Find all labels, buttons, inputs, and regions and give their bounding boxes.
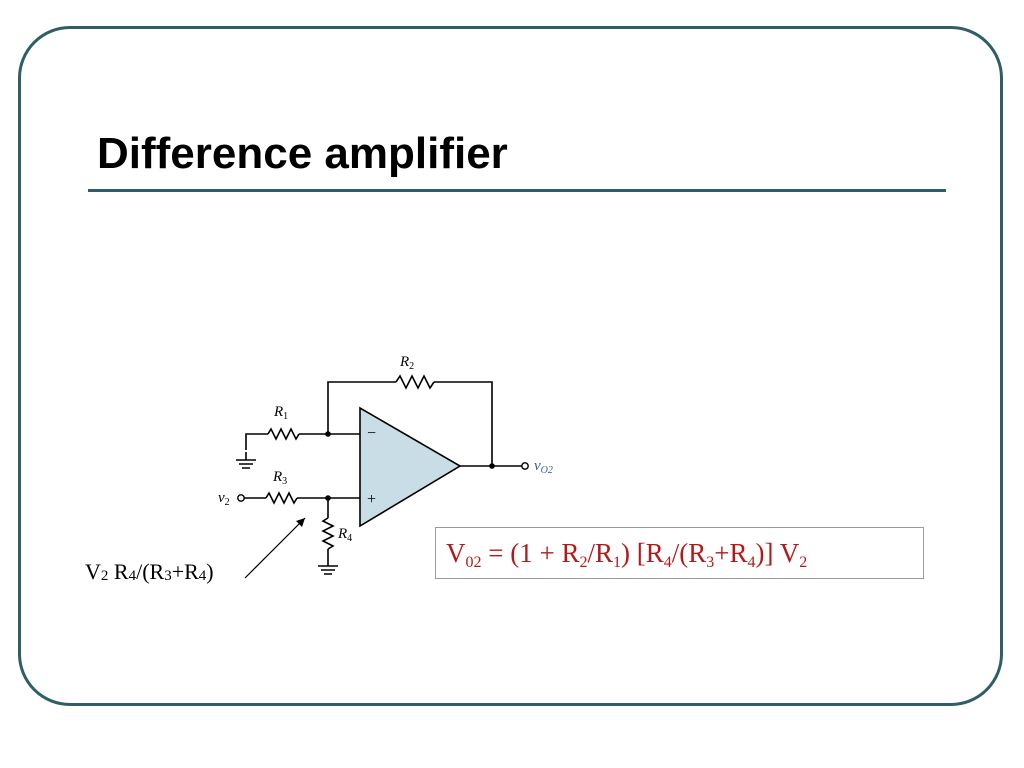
node-voltage-annotation: V2 R4/(R3+R4) — [85, 559, 214, 584]
resistor-r4 — [321, 517, 335, 550]
label-v2: v2 — [218, 490, 230, 508]
noninverting-input-sign: + — [367, 491, 376, 508]
annotation-arrow-line — [244, 517, 306, 579]
output-voltage-formula: V02 = (1 + R2/R1) [R4/(R3+R4)] V2 — [435, 527, 924, 579]
annotation-arrow-head — [296, 518, 305, 527]
label-r4: R4 — [337, 526, 352, 544]
junction-node-noninverting — [325, 495, 331, 501]
resistor-r1 — [267, 427, 300, 441]
resistor-r3 — [265, 491, 298, 505]
slide-title: Difference amplifier — [97, 129, 508, 178]
ground-symbol-bottom — [318, 565, 338, 575]
label-r2: R2 — [399, 354, 414, 372]
label-r3: R3 — [272, 469, 287, 487]
inverting-input-sign: − — [367, 425, 376, 442]
feedback-wire-left — [327, 381, 396, 434]
resistor-r2 — [395, 374, 435, 390]
vo2-terminal — [521, 462, 529, 470]
junction-node-inverting — [325, 431, 331, 437]
difference-amplifier-circuit: R2 R1 R3 R4 v2 vO2 − + — [218, 354, 553, 579]
label-r1: R1 — [273, 404, 288, 422]
ground-wire-r1 — [245, 433, 268, 450]
slide-frame — [18, 26, 1003, 706]
feedback-wire-right — [434, 381, 493, 466]
opamp-triangle — [359, 406, 462, 528]
junction-node-output — [489, 463, 495, 469]
title-underline — [88, 189, 946, 192]
v2-terminal — [237, 494, 245, 502]
ground-symbol-left — [236, 452, 256, 469]
label-vo2: vO2 — [534, 458, 553, 476]
